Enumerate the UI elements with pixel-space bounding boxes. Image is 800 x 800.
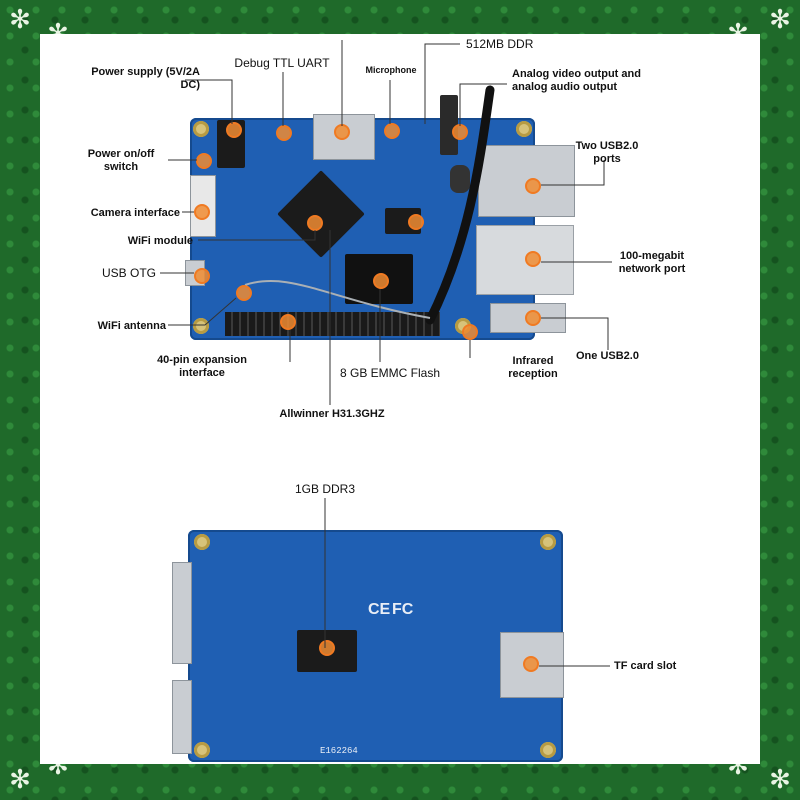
label-infrared: Infrared reception	[508, 355, 558, 380]
label-analog-av: Analog video output and analog audio out…	[512, 68, 641, 93]
label-one-usb: One USB2.0	[576, 350, 639, 362]
callout-dot	[525, 178, 541, 194]
label-camera: Camera interface	[90, 207, 180, 219]
callout-dot	[462, 324, 478, 340]
board-serial: E162264	[320, 746, 358, 756]
mounting-hole	[540, 742, 556, 758]
callout-dot	[194, 204, 210, 220]
callout-dot	[319, 640, 335, 656]
callout-dot	[523, 656, 539, 672]
callout-dot	[384, 123, 400, 139]
callout-dot	[408, 214, 424, 230]
label-cpu: Allwinner H31.3GHZ	[279, 408, 385, 420]
label-usb-otg: USB OTG	[101, 266, 156, 280]
callout-dot	[373, 273, 389, 289]
gpio-header	[225, 312, 440, 336]
av-jack	[440, 95, 458, 155]
label-1gb-ddr3: 1GB DDR3	[294, 482, 356, 496]
callout-dot	[525, 310, 541, 326]
snowflake-icon: ✻	[9, 5, 31, 35]
label-two-usb: Two USB2.0 ports	[575, 140, 639, 165]
callout-dot	[276, 125, 292, 141]
fc-mark: FC	[392, 601, 414, 618]
snowflake-icon: ✻	[769, 5, 791, 35]
callout-dot	[236, 285, 252, 301]
mounting-hole	[194, 534, 210, 550]
capacitor	[450, 165, 470, 193]
label-512mb-ddr: 512MB DDR	[466, 37, 534, 51]
label-wifi-antenna: WiFi antenna	[97, 320, 166, 332]
label-tf-card: TF card slot	[614, 660, 677, 672]
label-expansion: 40-pin expansion interface	[157, 354, 247, 379]
ce-mark: CE	[368, 601, 391, 618]
mounting-hole	[194, 742, 210, 758]
callout-dot	[226, 122, 242, 138]
mounting-hole	[540, 534, 556, 550]
snowflake-icon: ✻	[9, 765, 31, 795]
callout-dot	[525, 251, 541, 267]
edge-connector	[172, 680, 192, 754]
label-emmc: 8 GB EMMC Flash	[339, 366, 441, 380]
callout-dot	[194, 268, 210, 284]
snowflake-icon: ✻	[769, 765, 791, 795]
label-power-supply: Power supply (5V/2A DC)	[91, 66, 200, 91]
label-debug-uart: Debug TTL UART	[234, 56, 330, 70]
mounting-hole	[193, 121, 209, 137]
edge-connector	[172, 562, 192, 664]
mounting-hole	[193, 318, 209, 334]
mounting-hole	[516, 121, 532, 137]
callout-dot	[196, 153, 212, 169]
label-wifi-module: WiFi module	[127, 235, 193, 247]
label-network: 100-megabit network port	[618, 250, 686, 275]
label-power-switch: Power on/off switch	[87, 148, 155, 173]
label-microphone: Microphone	[365, 65, 417, 75]
callout-dot	[280, 314, 296, 330]
